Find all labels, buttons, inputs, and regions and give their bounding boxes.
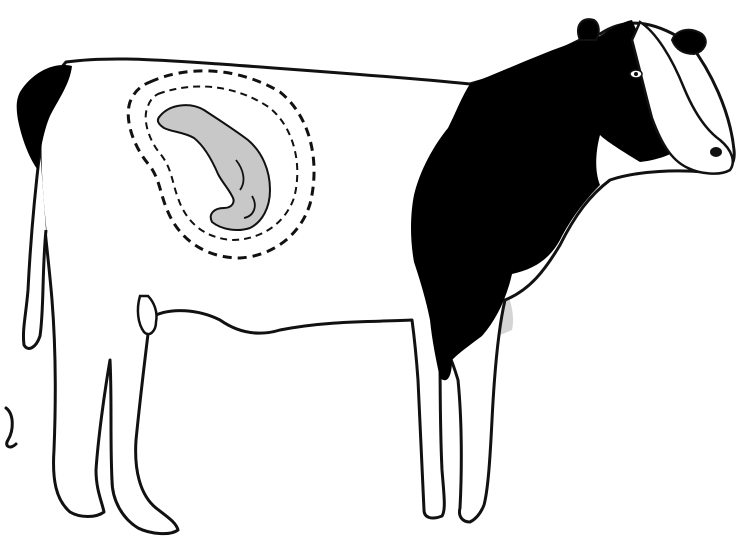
nostril-icon (710, 147, 722, 157)
udder (138, 296, 157, 334)
ear-left (578, 19, 599, 40)
tail-tip (6, 408, 16, 447)
eye-pupil (634, 72, 638, 76)
